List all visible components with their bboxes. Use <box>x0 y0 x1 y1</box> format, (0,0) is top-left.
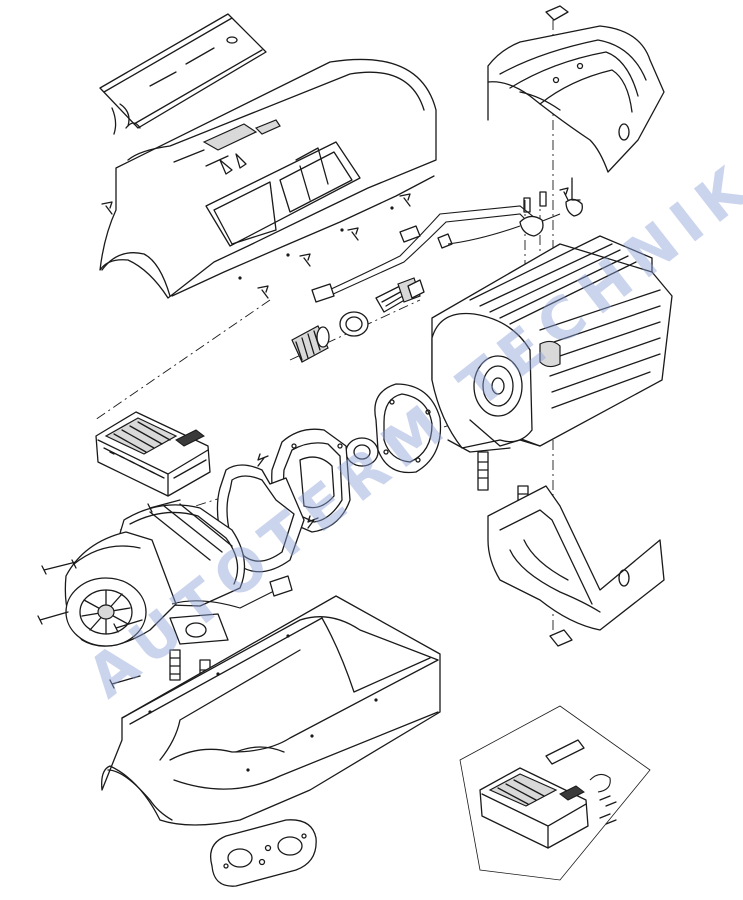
glow-plug-screen[interactable] <box>291 325 330 363</box>
control-unit[interactable] <box>95 411 211 497</box>
heat-exchanger[interactable] <box>431 235 673 515</box>
glow-plug-seal[interactable] <box>339 311 369 337</box>
lower-housing[interactable] <box>101 595 441 826</box>
mounting-gasket[interactable] <box>209 819 317 887</box>
housing-screws[interactable] <box>101 193 411 299</box>
glow-plug[interactable] <box>375 277 425 313</box>
heat-exchanger-top-shield[interactable] <box>487 5 665 173</box>
top-grip[interactable] <box>99 13 267 135</box>
combustion-chamber-seal[interactable] <box>374 383 442 474</box>
wiring-harness[interactable] <box>311 177 583 303</box>
alternative-control-unit[interactable] <box>459 705 651 881</box>
lower-shield[interactable] <box>487 485 665 647</box>
blower-bolts[interactable] <box>37 499 181 689</box>
upper-housing[interactable] <box>99 58 437 299</box>
blower-motor[interactable] <box>64 503 293 701</box>
